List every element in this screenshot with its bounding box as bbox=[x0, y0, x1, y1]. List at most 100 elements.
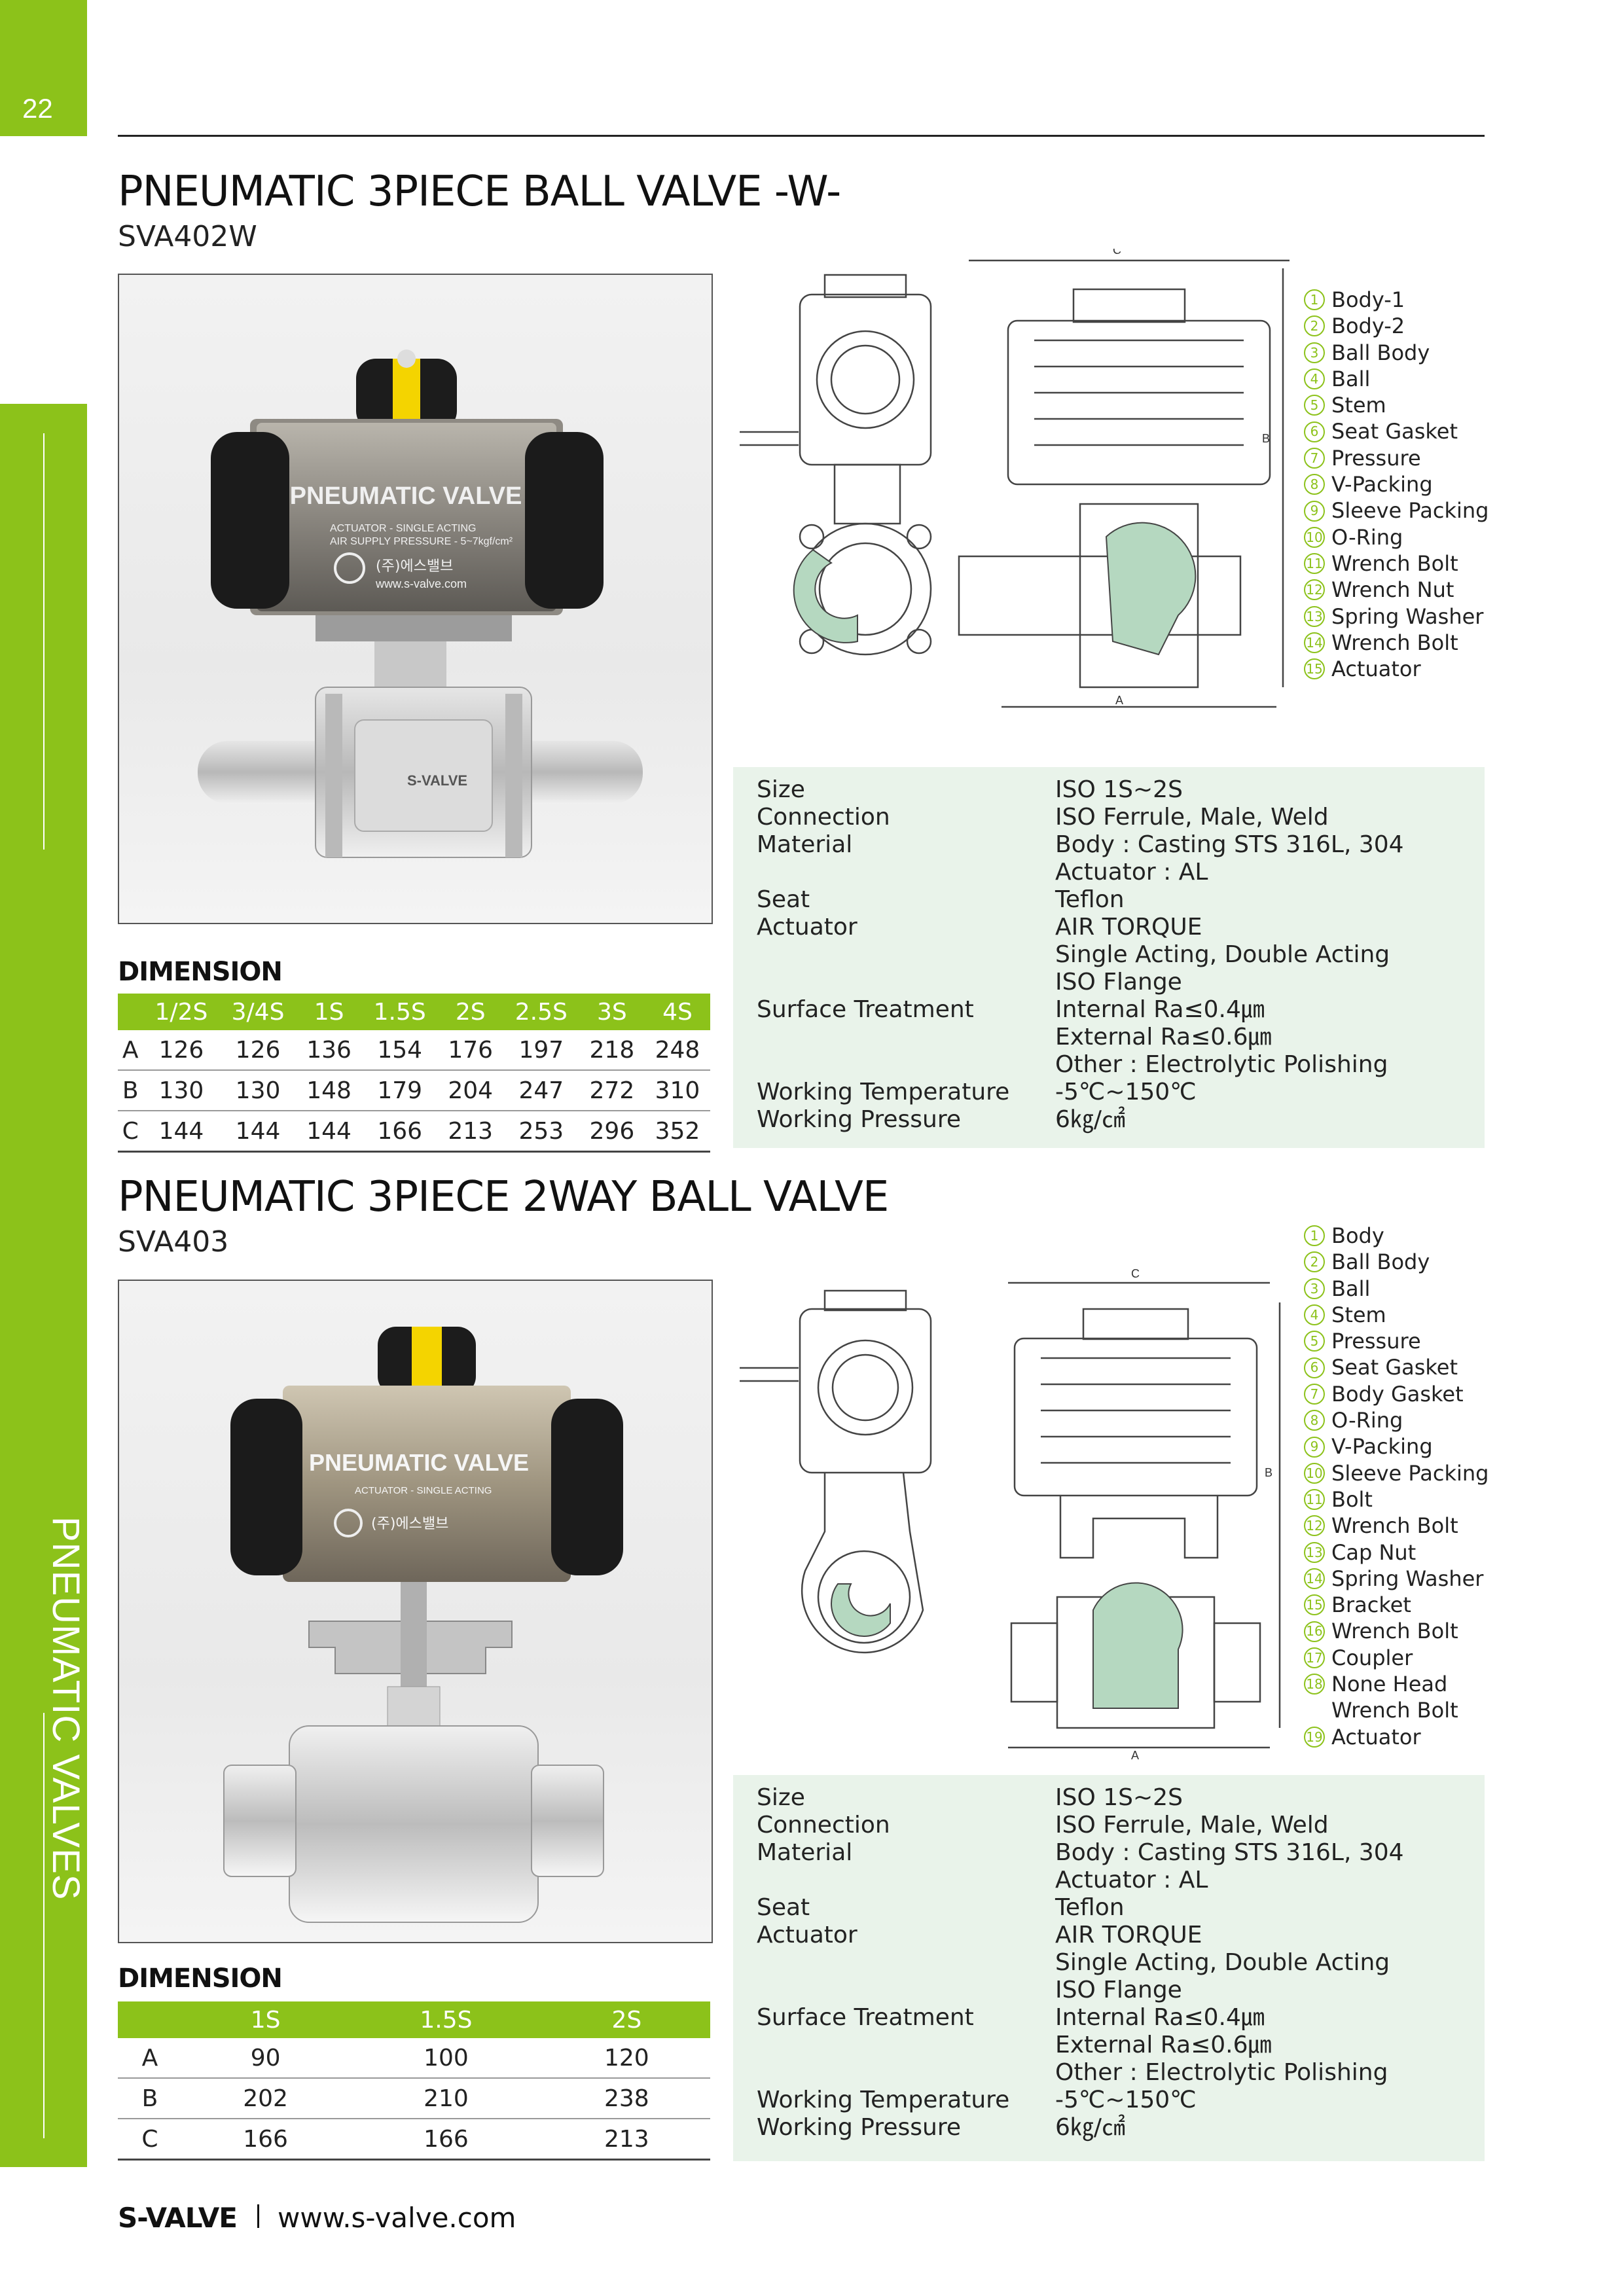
part-label: None Head bbox=[1331, 1672, 1448, 1697]
spec-row: Actuator : AL bbox=[757, 1867, 1461, 1894]
dimension-cell: 210 bbox=[349, 2078, 543, 2119]
part-label: Cap Nut bbox=[1331, 1539, 1416, 1565]
part-item: 9 V-Packing bbox=[1304, 1433, 1500, 1460]
part-label: Bolt bbox=[1331, 1486, 1373, 1512]
spec-key: Size bbox=[757, 1784, 805, 1811]
photo1-label: PNEUMATIC VALVE bbox=[290, 482, 522, 510]
page-tab bbox=[0, 0, 87, 136]
product1-title: PNEUMATIC 3PIECE BALL VALVE -W- bbox=[118, 168, 841, 216]
drawing1-a: A bbox=[1115, 694, 1123, 707]
part-label: Stem bbox=[1331, 1302, 1386, 1327]
dimension-header-cell: 1.5S bbox=[349, 2001, 543, 2038]
dimension-cell: 100 bbox=[349, 2038, 543, 2079]
dimension-row-label: B bbox=[118, 2078, 182, 2119]
spec-value: -5℃~150℃ bbox=[1055, 1079, 1197, 1105]
photo2-label: PNEUMATIC VALVE bbox=[309, 1449, 529, 1476]
spec-value: -5℃~150℃ bbox=[1055, 2087, 1197, 2113]
spec-key bbox=[757, 969, 1055, 996]
dimension-header-cell: 4S bbox=[644, 994, 710, 1030]
part-item: 18 None Head bbox=[1304, 1671, 1500, 1697]
spec-row: Other : Electrolytic Polishing bbox=[757, 2059, 1461, 2087]
spec-key: Connection bbox=[757, 804, 890, 831]
spec-key bbox=[757, 859, 1055, 886]
dimension-cell: 144 bbox=[143, 1111, 220, 1153]
part-label: Body-1 bbox=[1331, 287, 1405, 312]
spec-value: External Ra≤0.6㎛ bbox=[1055, 2032, 1272, 2058]
part-number-badge: 11 bbox=[1304, 1489, 1325, 1511]
photo2-brand: (주)에스밸브 bbox=[371, 1516, 448, 1532]
part-number-badge: 14 bbox=[1304, 632, 1325, 653]
dimension-row-label: A bbox=[118, 1030, 143, 1071]
dimension-header-cell: 1S bbox=[181, 2001, 350, 2038]
spec-key: Seat bbox=[757, 886, 810, 913]
part-label: Wrench Bolt bbox=[1331, 550, 1458, 576]
dimension-cell: 352 bbox=[644, 1111, 710, 1153]
part-label: Coupler bbox=[1331, 1645, 1413, 1670]
spec-row: Single Acting, Double Acting bbox=[757, 1949, 1461, 1977]
part-number-badge: 7 bbox=[1304, 447, 1325, 469]
spec-row: ISO Flange bbox=[757, 969, 1461, 996]
spec-value: ISO 1S~2S bbox=[1055, 1784, 1183, 1811]
part-number-badge: 15 bbox=[1304, 658, 1325, 680]
part-label: V-Packing bbox=[1331, 472, 1433, 497]
part-number-badge: 8 bbox=[1304, 1410, 1325, 1431]
spec-row: External Ra≤0.6㎛ bbox=[757, 2032, 1461, 2059]
dimension-cell: 248 bbox=[644, 1030, 710, 1071]
spec-key: Material bbox=[757, 831, 853, 858]
part-number-badge: 18 bbox=[1304, 1674, 1325, 1695]
product2-dimension-title: DIMENSION bbox=[118, 1964, 283, 1994]
part-number-badge: 7 bbox=[1304, 1383, 1325, 1405]
dimension-cell: 202 bbox=[181, 2078, 350, 2119]
spec-value: ISO 1S~2S bbox=[1055, 776, 1183, 803]
part-number-badge: 6 bbox=[1304, 421, 1325, 442]
dimension-cell: 204 bbox=[437, 1070, 503, 1111]
part-label: V-Packing bbox=[1331, 1434, 1433, 1460]
dimension-cell: 166 bbox=[181, 2119, 350, 2161]
part-label: Wrench Bolt bbox=[1331, 1698, 1458, 1723]
dimension-cell: 296 bbox=[579, 1111, 645, 1153]
part-number-badge: 9 bbox=[1304, 1436, 1325, 1458]
spec-key: Working Temperature bbox=[757, 2087, 1010, 2113]
dimension-cell: 310 bbox=[644, 1070, 710, 1111]
part-number-badge: 10 bbox=[1304, 1462, 1325, 1484]
product2-title: PNEUMATIC 3PIECE 2WAY BALL VALVE bbox=[118, 1173, 889, 1221]
product2-photo: PNEUMATIC VALVE ACTUATOR - SINGLE ACTING… bbox=[118, 1280, 713, 1943]
footer-url[interactable]: www.s-valve.com bbox=[278, 2202, 516, 2234]
drawing1-b: B bbox=[1262, 432, 1270, 445]
product2-model: SVA403 bbox=[118, 1225, 229, 1259]
drawing2-a: A bbox=[1131, 1749, 1139, 1761]
part-label: Seat Gasket bbox=[1331, 1355, 1458, 1380]
spec-value: Body : Casting STS 316L, 304 bbox=[1055, 1839, 1404, 1866]
spec-row: Working Temperature-5℃~150℃ bbox=[757, 1079, 1461, 1106]
part-item: 11 Bolt bbox=[1304, 1486, 1500, 1513]
spec-key bbox=[757, 2032, 1055, 2059]
spec-value: Actuator : AL bbox=[1055, 859, 1208, 886]
part-number-badge: 3 bbox=[1304, 1278, 1325, 1299]
dimension-row-label: C bbox=[118, 2119, 182, 2161]
section-drawing-icon: C A B bbox=[740, 243, 1290, 708]
part-label: Bracket bbox=[1331, 1592, 1411, 1618]
dimension-cell: 272 bbox=[579, 1070, 645, 1111]
spec-row: Single Acting, Double Acting bbox=[757, 941, 1461, 969]
spec-row: ISO Flange bbox=[757, 1977, 1461, 2004]
dimension-header-cell bbox=[118, 994, 143, 1030]
dimension-header-cell: 3S bbox=[579, 994, 645, 1030]
drawing2-b: B bbox=[1265, 1466, 1272, 1479]
part-label: Wrench Bolt bbox=[1331, 630, 1458, 655]
spec-key bbox=[757, 1051, 1055, 1079]
product2-drawing: C A B bbox=[727, 1244, 1290, 1762]
header-rule bbox=[118, 135, 1485, 137]
